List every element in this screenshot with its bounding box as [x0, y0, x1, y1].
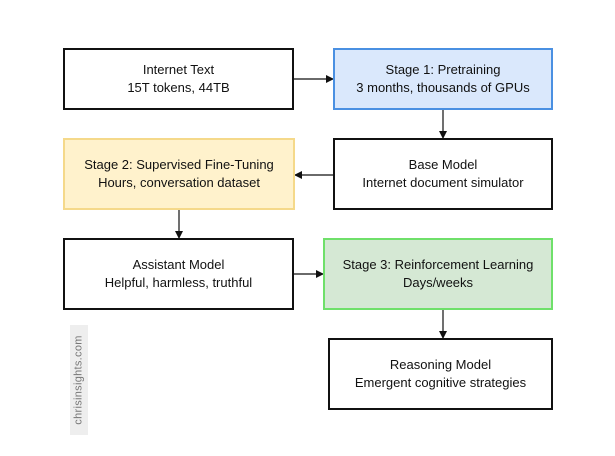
- node-title: Base Model: [408, 157, 478, 172]
- node-reasoning-model: Reasoning Model Emergent cognitive strat…: [328, 338, 553, 410]
- node-subtitle: 15T tokens, 44TB: [127, 80, 230, 95]
- node-title: Internet Text: [142, 62, 215, 77]
- node-subtitle: Hours, conversation dataset: [98, 175, 260, 190]
- node-assistant-model: Assistant Model Helpful, harmless, truth…: [63, 238, 294, 310]
- node-title: Stage 3: Reinforcement Learning: [342, 257, 534, 272]
- node-internet-text: Internet Text 15T tokens, 44TB: [63, 48, 294, 110]
- watermark: chrisinsights.com: [70, 325, 88, 435]
- watermark-text: chrisinsights.com: [73, 335, 85, 425]
- node-title: Reasoning Model: [389, 357, 492, 372]
- node-stage2-sft: Stage 2: Supervised Fine-Tuning Hours, c…: [63, 138, 295, 210]
- node-subtitle: Days/weeks: [402, 275, 474, 290]
- node-subtitle: Internet document simulator: [362, 175, 524, 190]
- node-subtitle: Helpful, harmless, truthful: [104, 275, 253, 290]
- node-base-model: Base Model Internet document simulator: [333, 138, 553, 210]
- node-title: Assistant Model: [132, 257, 225, 272]
- node-subtitle: Emergent cognitive strategies: [354, 375, 527, 390]
- node-title: Stage 2: Supervised Fine-Tuning: [84, 157, 274, 172]
- node-subtitle: 3 months, thousands of GPUs: [356, 80, 530, 95]
- node-stage1-pretraining: Stage 1: Pretraining 3 months, thousands…: [333, 48, 553, 110]
- node-title: Stage 1: Pretraining: [385, 62, 501, 77]
- node-stage3-rl: Stage 3: Reinforcement Learning Days/wee…: [323, 238, 553, 310]
